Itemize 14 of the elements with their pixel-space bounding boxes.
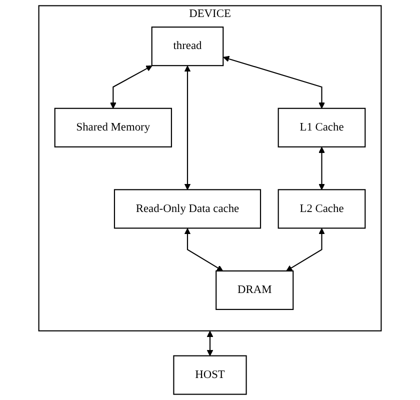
arrow [110,65,152,109]
node-box: Shared Memory [54,108,172,148]
node-box: thread [151,26,224,66]
arrow [206,330,214,356]
arrow [318,146,325,190]
arrow [184,228,224,272]
arrow [286,228,325,272]
node-box: HOST [173,355,247,395]
node-box: L2 Cache [278,189,366,229]
arrow [184,66,191,190]
arrow [223,56,325,109]
node-box: DRAM [216,270,294,310]
node-box: Read-Only Data cache [114,189,262,229]
node-box: L1 Cache [278,108,366,148]
